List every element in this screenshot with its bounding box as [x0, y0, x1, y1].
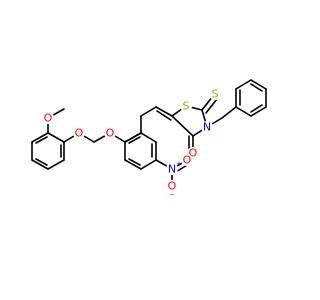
bond — [128, 136, 141, 144]
atom-label: N — [203, 121, 211, 134]
bond — [155, 106, 173, 117]
atom-label: N — [168, 163, 176, 176]
atom-n-nitro: N + — [166, 160, 182, 176]
bond — [156, 110, 172, 121]
atom-label: O — [75, 127, 84, 140]
bond — [31, 132, 49, 143]
bond — [250, 79, 267, 90]
atom-charge: + — [176, 160, 182, 168]
bond — [250, 104, 263, 113]
bond — [124, 159, 142, 170]
bond — [221, 106, 237, 119]
atom-layer: O O O S S N O — [42, 88, 221, 199]
atom-label: O — [189, 147, 198, 160]
bond — [140, 159, 157, 170]
bond — [205, 98, 218, 114]
atom-charge: − — [169, 191, 175, 199]
atom-label: O — [44, 112, 53, 125]
bond — [128, 158, 141, 166]
bond — [47, 132, 65, 143]
atom-label: O — [168, 180, 177, 193]
atom-o-nitro-minus: O − — [166, 180, 178, 199]
bond — [140, 132, 157, 143]
bond — [250, 106, 267, 117]
bond — [35, 136, 48, 144]
atom-o-nitro: O — [181, 154, 193, 167]
structure-canvas: O O O S S N O — [31, 79, 267, 199]
atom-o-ether: O — [104, 127, 116, 140]
bond — [47, 159, 65, 170]
atom-o-methoxy: O — [42, 112, 54, 125]
bond-layer — [31, 79, 267, 187]
atom-s-thione: S — [209, 88, 221, 101]
atom-label: S — [212, 88, 219, 101]
atom-n-ring: N — [201, 121, 213, 134]
molecule-diagram: O O O S S N O — [31, 79, 267, 199]
bond — [124, 132, 142, 143]
atom-o-phenoxy: O — [73, 127, 85, 140]
bond — [171, 115, 194, 137]
atom-label: O — [106, 127, 115, 140]
bond — [35, 158, 48, 166]
bond — [140, 106, 157, 117]
bond — [250, 83, 263, 92]
bond — [235, 106, 252, 117]
atom-s-ring: S — [180, 100, 192, 113]
atom-label: O — [183, 154, 192, 167]
bond — [235, 79, 252, 90]
atom-label: S — [183, 100, 190, 113]
bond — [31, 159, 49, 170]
